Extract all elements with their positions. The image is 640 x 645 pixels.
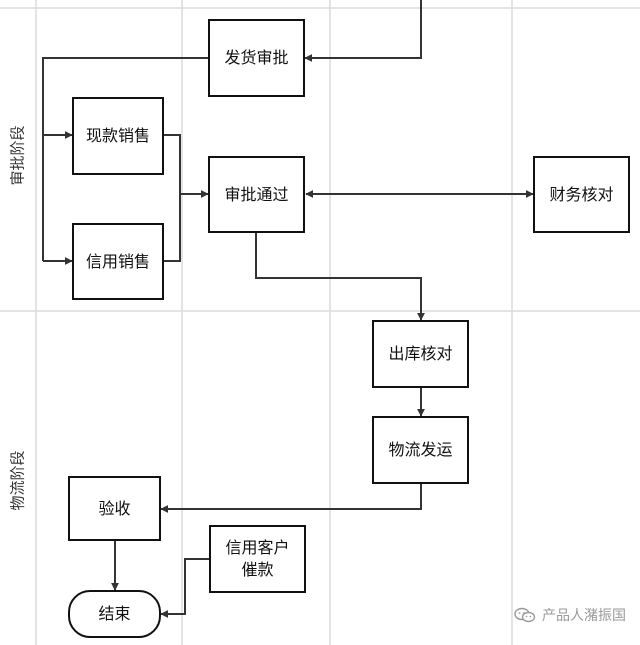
connector-logistics-to-acceptance [160,484,422,513]
connector-ship-approval-bracket [42,57,209,261]
node-acceptance: 验收 [68,476,161,541]
watermark-text: 产品人潴振国 [542,608,626,624]
node-outbound-check: 出库核对 [372,320,469,388]
node-ship-approval: 发货审批 [208,19,305,97]
node-finance-check: 财务核对 [533,156,630,233]
node-credit-sale: 信用销售 [72,223,164,300]
lane-label-approval-text: 审批阶段 [8,124,27,186]
connector-top-to-ship-approval [304,0,422,62]
node-credit-reminder: 信用客户 催款 [209,525,306,593]
connector-approved-to-outbound [255,233,425,321]
connector-credit-sale-join [164,194,181,262]
lane-label-logistics: 物流阶段 [2,395,32,565]
connectors [42,0,534,618]
node-logistics-ship: 物流发运 [372,416,469,484]
watermark: 产品人潴振国 [514,605,626,625]
connector-reminder-to-end [160,558,209,618]
connector-cash-sale-join [164,134,181,194]
lane-label-logistics-text: 物流阶段 [8,449,27,511]
node-cash-sale: 现款销售 [72,97,164,175]
lane-label-approval: 审批阶段 [2,70,32,240]
node-end: 结束 [68,590,161,638]
wechat-icon [514,607,536,623]
node-approved: 审批通过 [208,156,305,233]
